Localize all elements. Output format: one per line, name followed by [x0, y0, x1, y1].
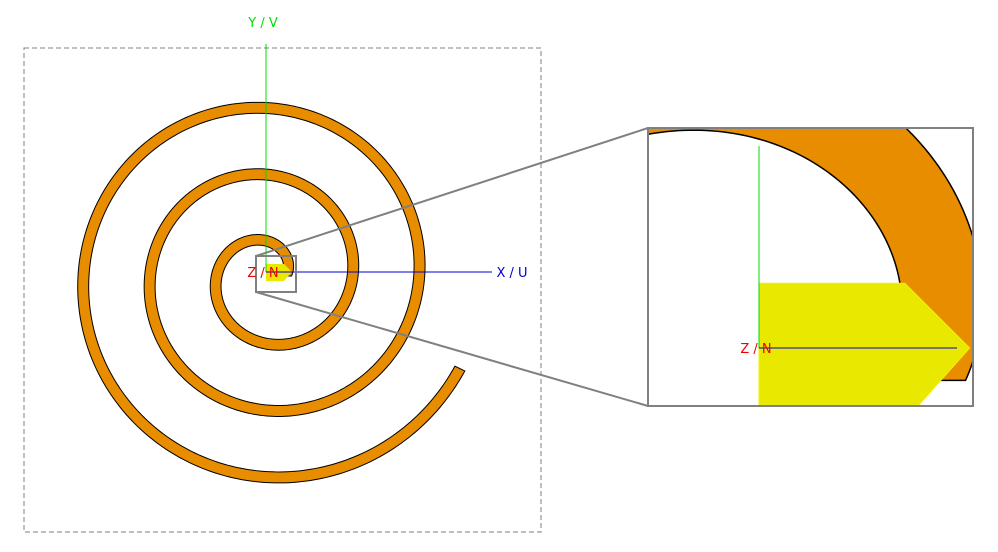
zoomed-tool-marker[interactable]	[758, 282, 971, 421]
main-view[interactable]: Y / V X / U Z / N	[23, 16, 542, 533]
x-axis-label: X / U	[496, 266, 527, 281]
zoom-callout-lines	[255, 127, 649, 407]
callout-line	[255, 127, 649, 257]
inspect-box[interactable]	[255, 255, 297, 293]
view-frame	[23, 47, 542, 533]
zoom-frame	[647, 127, 974, 407]
spiral-coil[interactable]	[77, 101, 466, 484]
zoom-z-axis-label: Z / N	[740, 342, 771, 357]
y-axis-label: Y / V	[247, 16, 278, 31]
callout-line	[255, 291, 649, 407]
z-axis-label: Z / N	[247, 266, 278, 281]
